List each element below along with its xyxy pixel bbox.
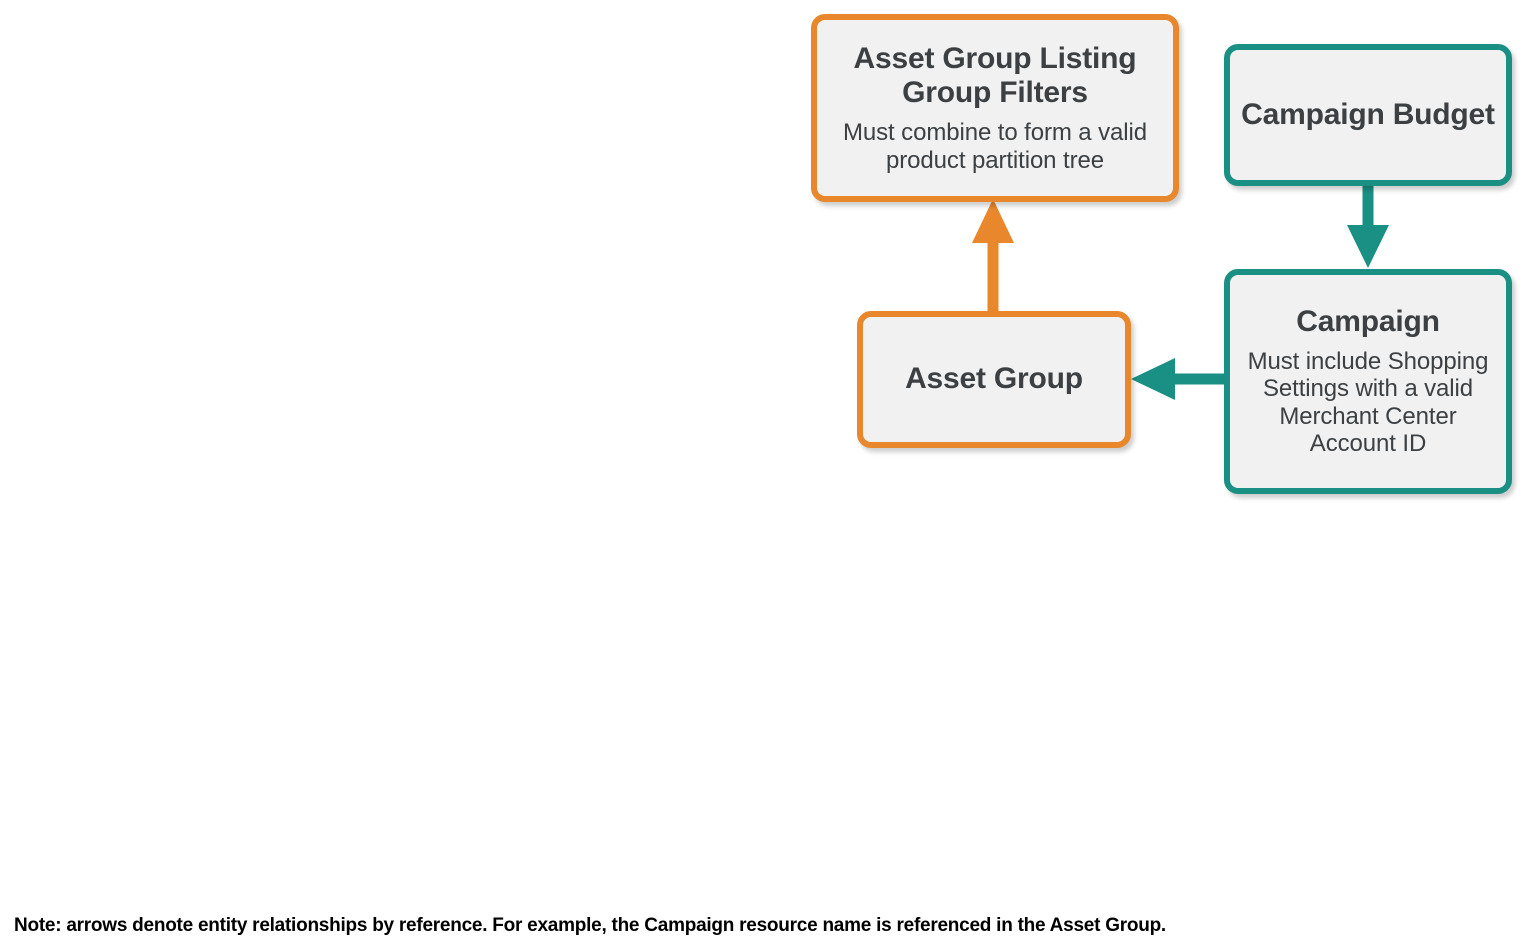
edge-campaign-to-asset-group xyxy=(1131,358,1226,400)
node-description: Must include Shopping Settings with a va… xyxy=(1247,347,1489,458)
node-description: Must combine to form a valid product par… xyxy=(843,119,1147,174)
edge-asset-group-to-filters xyxy=(972,199,1014,313)
arrowhead-up-icon xyxy=(972,199,1014,243)
arrowhead-down-icon xyxy=(1347,225,1389,268)
node-asset-group[interactable]: Asset Group xyxy=(857,311,1131,448)
diagram-footnote: Note: arrows denote entity relationships… xyxy=(14,915,1166,936)
node-campaign-budget[interactable]: Campaign Budget xyxy=(1224,44,1512,186)
node-campaign[interactable]: Campaign Must include Shopping Settings … xyxy=(1224,269,1512,494)
arrowhead-left-icon xyxy=(1131,358,1175,400)
node-asset-group-listing-group-filters[interactable]: Asset Group Listing Group Filters Must c… xyxy=(811,14,1179,202)
node-title: Campaign xyxy=(1296,304,1440,338)
node-title: Campaign Budget xyxy=(1241,97,1495,131)
node-title: Asset Group Listing Group Filters xyxy=(853,41,1137,110)
node-title: Asset Group xyxy=(905,362,1083,396)
edge-budget-to-campaign xyxy=(1347,184,1389,268)
